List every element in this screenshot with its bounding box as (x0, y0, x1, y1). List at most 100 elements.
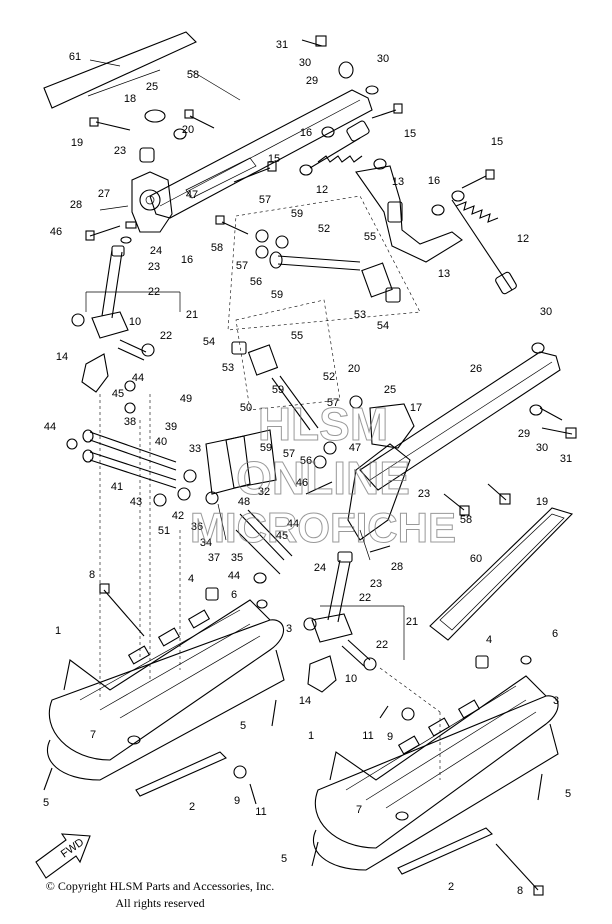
callout-30: 30 (536, 442, 548, 454)
callout-22: 22 (359, 592, 371, 604)
callout-1: 1 (308, 730, 314, 742)
callout-7: 7 (356, 804, 362, 816)
callout-20: 20 (348, 363, 360, 375)
copyright-notice: © Copyright HLSM Parts and Accessories, … (10, 878, 310, 912)
callout-51: 51 (158, 525, 170, 537)
callout-55: 55 (364, 231, 376, 243)
callout-15: 15 (491, 136, 503, 148)
callout-36: 36 (191, 521, 203, 533)
callout-46: 46 (296, 477, 308, 489)
watermark-line-3: MICROFICHE (190, 504, 456, 551)
callout-23: 23 (370, 578, 382, 590)
callout-58: 58 (460, 514, 472, 526)
callout-44: 44 (44, 421, 56, 433)
callout-50: 50 (240, 402, 252, 414)
callout-11: 11 (255, 806, 266, 818)
callout-16: 16 (181, 254, 193, 266)
callout-9: 9 (387, 731, 393, 743)
copyright-line-1: © Copyright HLSM Parts and Accessories, … (45, 879, 275, 893)
callout-2: 2 (448, 881, 454, 893)
callout-12: 12 (316, 184, 328, 196)
decal-60 (429, 507, 574, 641)
callout-12: 12 (517, 233, 529, 245)
callout-14: 14 (56, 351, 68, 363)
callout-57: 57 (283, 448, 295, 460)
callout-30: 30 (540, 306, 552, 318)
callout-5: 5 (240, 720, 246, 732)
callout-6: 6 (552, 628, 558, 640)
callout-53: 53 (354, 309, 366, 321)
callout-20: 20 (182, 124, 194, 136)
callout-57: 57 (236, 260, 248, 272)
ski-right-1 (311, 655, 559, 896)
callout-48: 48 (238, 496, 250, 508)
bolts-upper (85, 35, 495, 241)
callout-8: 8 (89, 569, 95, 581)
callout-45: 45 (112, 388, 124, 400)
callout-26: 26 (470, 363, 482, 375)
callout-49: 49 (180, 393, 192, 405)
ski-stop-14-left (81, 353, 109, 393)
callout-25: 25 (146, 81, 158, 93)
callout-13: 13 (438, 268, 450, 280)
right-spindle (303, 545, 405, 693)
radius-rods-38-41 (66, 380, 177, 489)
callout-54: 54 (203, 336, 215, 348)
callout-57: 57 (327, 397, 339, 409)
callout-58: 58 (187, 69, 199, 81)
callout-47: 47 (349, 442, 361, 454)
callout-31: 31 (276, 39, 288, 51)
callout-30: 30 (377, 53, 389, 65)
copyright-line-2: All rights reserved (115, 896, 205, 910)
callout-5: 5 (281, 853, 287, 865)
callout-16: 16 (428, 175, 440, 187)
callout-14: 14 (299, 695, 311, 707)
callout-59: 59 (272, 384, 284, 396)
callout-15: 15 (404, 128, 416, 140)
callout-21: 21 (406, 616, 418, 628)
callout-55: 55 (291, 330, 303, 342)
upper-rail-assembly (87, 61, 379, 233)
callout-32: 32 (258, 486, 270, 498)
callout-42: 42 (172, 510, 184, 522)
callout-35: 35 (231, 552, 243, 564)
callout-28: 28 (70, 199, 82, 211)
callout-33: 33 (189, 443, 201, 455)
watermark-line-2: ONLINE (236, 452, 410, 504)
decal-61 (43, 31, 197, 109)
shock-absorber-12-top (299, 120, 370, 176)
callout-40: 40 (155, 436, 167, 448)
callout-45: 45 (276, 530, 288, 542)
callout-52: 52 (318, 223, 330, 235)
callout-4: 4 (486, 634, 492, 646)
callout-44: 44 (132, 372, 144, 384)
callout-13: 13 (392, 176, 404, 188)
callout-25: 25 (384, 384, 396, 396)
callout-60: 60 (470, 553, 482, 565)
callout-19: 19 (536, 496, 548, 508)
watermark: HLSM ONLINE MICROFICHE (190, 398, 457, 552)
right-spindle-housing (305, 395, 415, 561)
callout-29: 29 (518, 428, 530, 440)
callout-58: 58 (211, 242, 223, 254)
guide-lines-left (99, 394, 181, 700)
callout-22: 22 (148, 286, 160, 298)
callout-31: 31 (560, 453, 572, 465)
callout-61: 61 (69, 51, 81, 63)
torque-rod-52-upper (227, 195, 421, 331)
callout-2: 2 (189, 801, 195, 813)
left-spindle (71, 221, 181, 361)
callout-24: 24 (150, 245, 162, 257)
callout-3: 3 (286, 623, 292, 635)
callout-47: 47 (186, 189, 198, 201)
callout-15: 15 (268, 153, 280, 165)
callout-5: 5 (43, 797, 49, 809)
callout-17: 17 (410, 402, 422, 414)
callout-44: 44 (228, 570, 240, 582)
callout-5: 5 (565, 788, 571, 800)
callout-53: 53 (222, 362, 234, 374)
callout-43: 43 (130, 496, 142, 508)
callout-4: 4 (188, 573, 194, 585)
stabilizer-assembly (153, 429, 293, 584)
callout-28: 28 (391, 561, 403, 573)
